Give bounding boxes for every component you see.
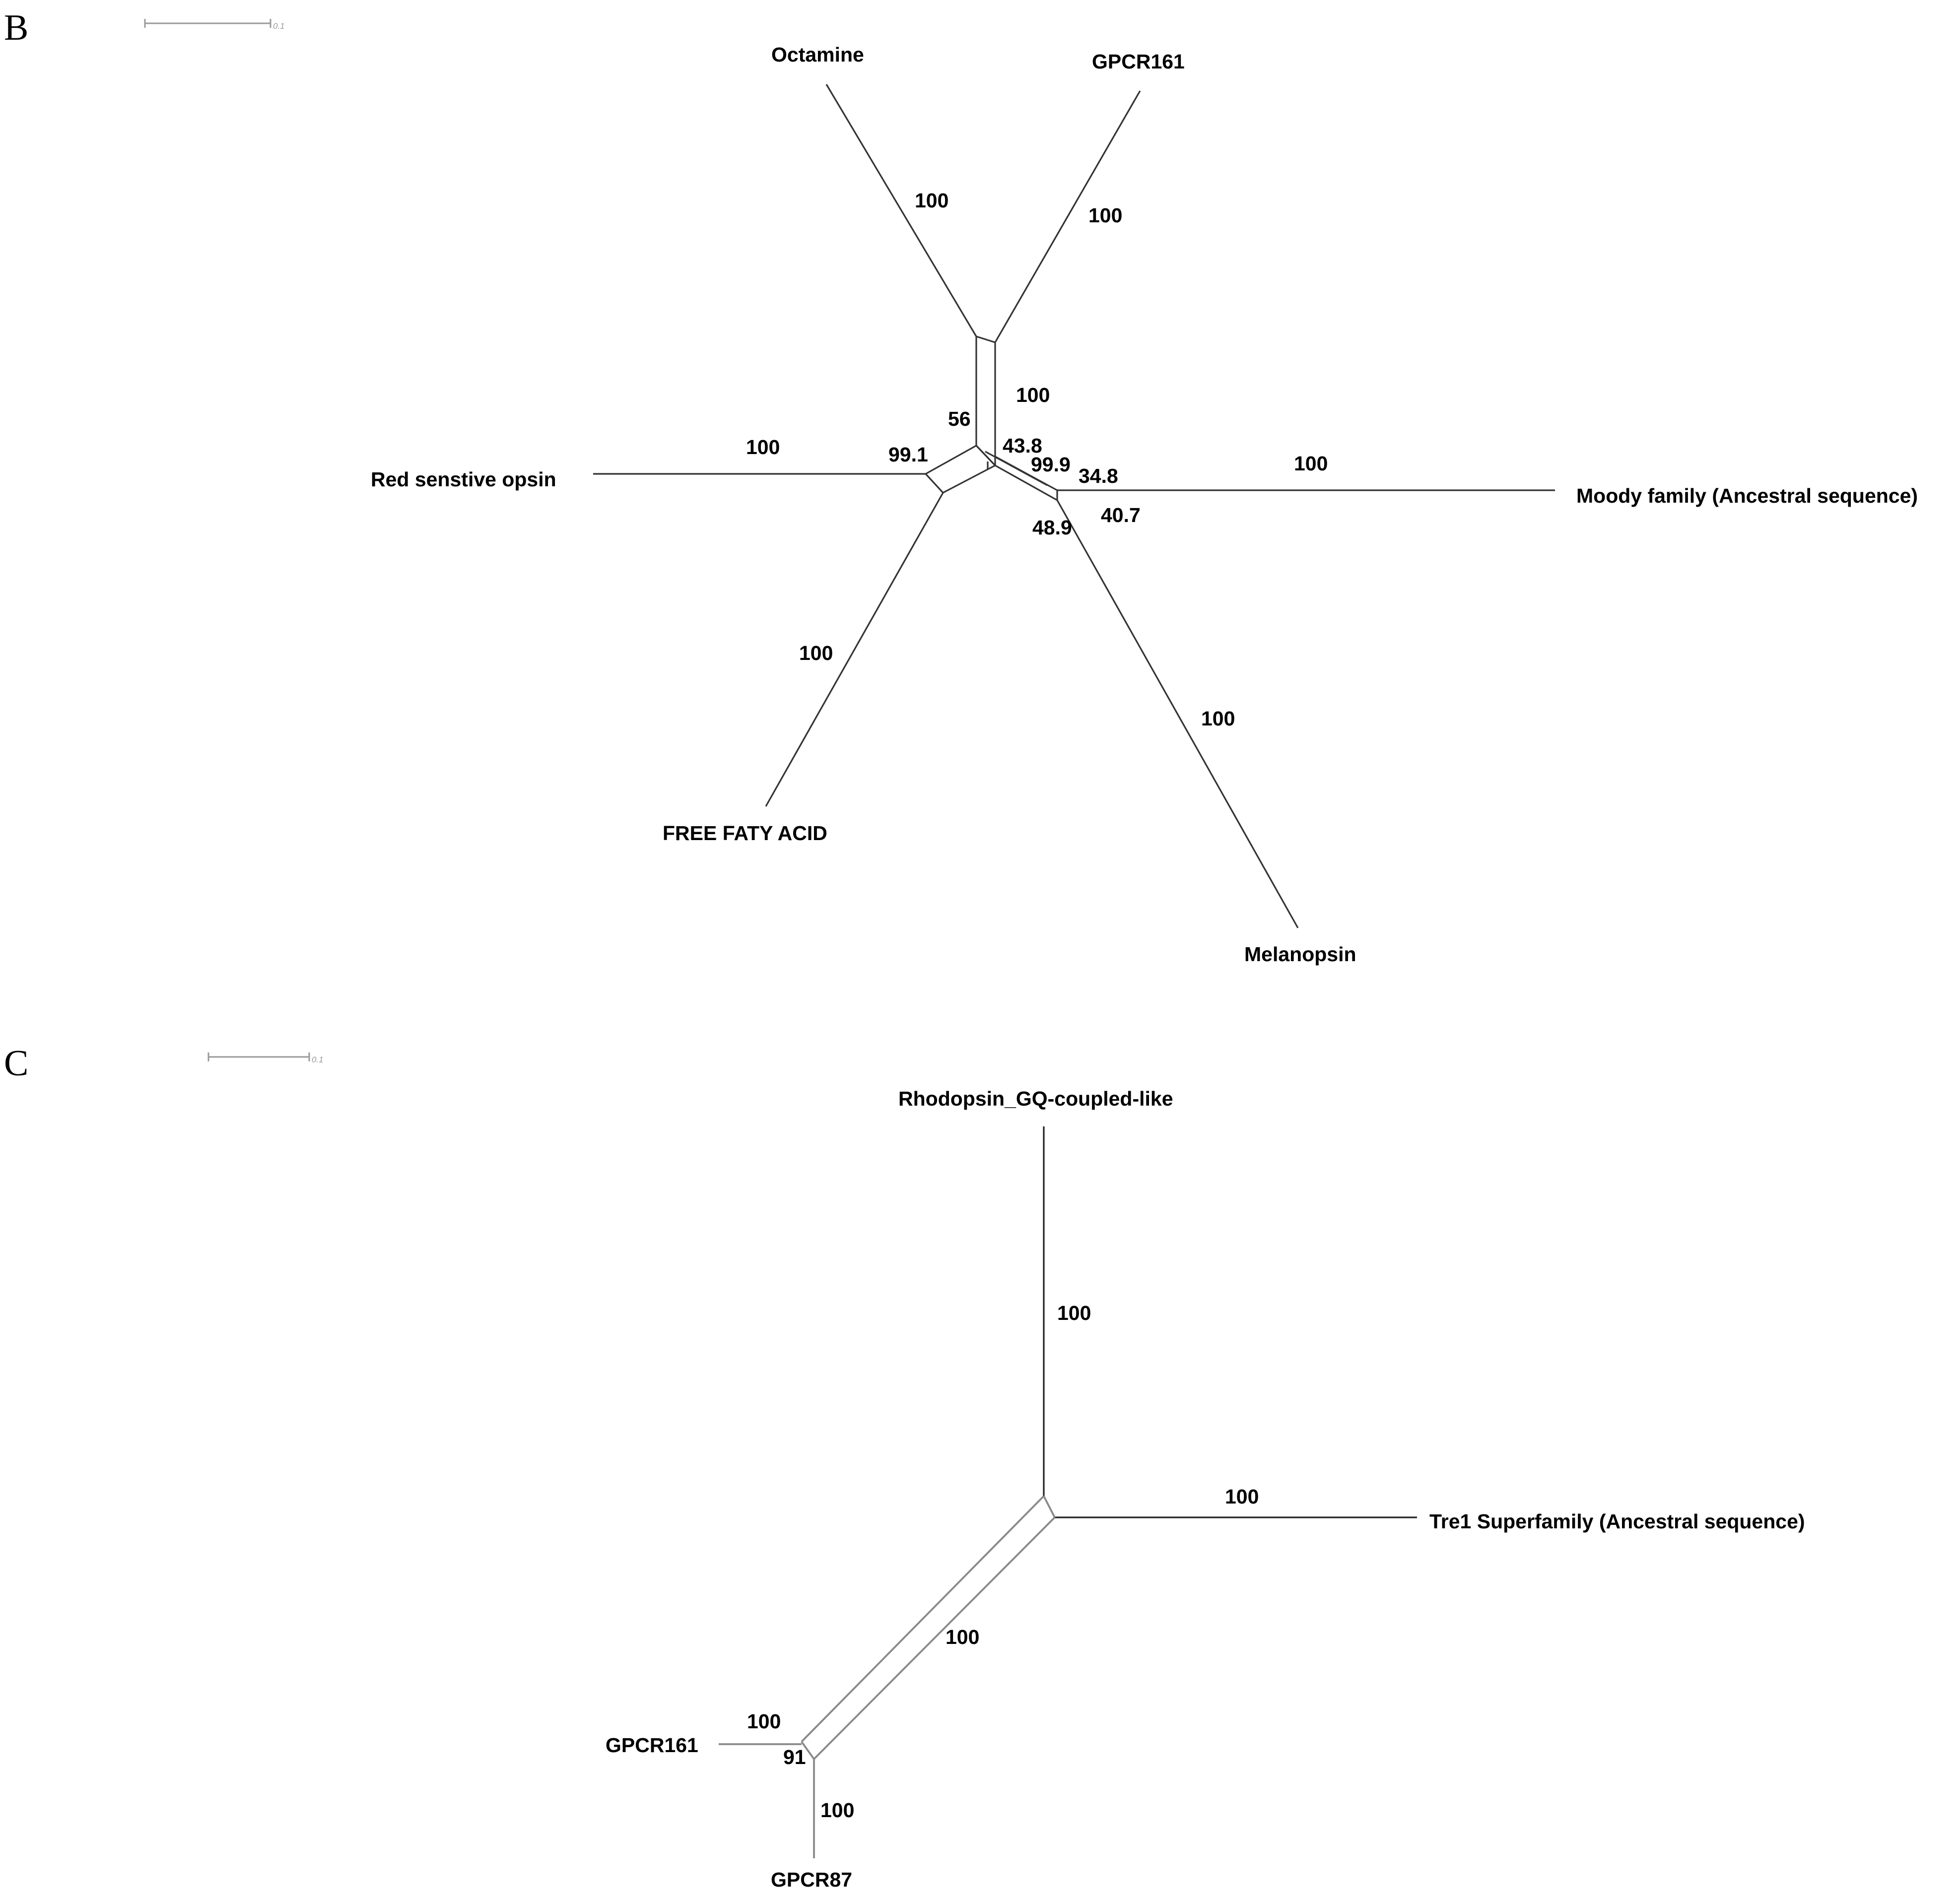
taxon-red-opsin: Red senstive opsin <box>371 468 556 491</box>
support-central: 100 <box>1016 384 1050 406</box>
network-b-svg: B 0.1 <box>4 7 1918 966</box>
splits-network <box>925 335 1058 501</box>
support-99-9: 99.9 <box>1031 453 1071 476</box>
panel-c: C 0.1 Rhodopsin_GQ-coupled-like Tre1 Sup… <box>0 1032 1960 1897</box>
support-octamine: 100 <box>915 189 948 212</box>
panel-letter: B <box>4 7 28 48</box>
support-gpcr161: 100 <box>747 1710 781 1733</box>
taxon-gpcr161: GPCR161 <box>606 1734 698 1757</box>
scale-bar-label: 0.1 <box>312 1055 324 1064</box>
support-56: 56 <box>948 407 971 430</box>
edge-melanopsin <box>1056 500 1299 928</box>
taxon-moody: Moody family (Ancestral sequence) <box>1576 484 1918 507</box>
support-34-8: 34.8 <box>1079 464 1118 487</box>
support-40-7: 40.7 <box>1101 504 1141 526</box>
support-48-9: 48.9 <box>1032 516 1072 539</box>
splits-network <box>801 1495 1056 1760</box>
support-43-8: 43.8 <box>1003 434 1042 457</box>
edge-octamine <box>825 84 977 337</box>
scale-bar-label: 0.1 <box>273 21 285 31</box>
support-gpcr161: 100 <box>1088 204 1122 227</box>
support-central: 100 <box>946 1626 979 1648</box>
panel-b: B 0.1 <box>4 7 1918 966</box>
taxon-free-fatty-acid: FREE FATY ACID <box>663 822 827 845</box>
taxon-tre1: Tre1 Superfamily (Ancestral sequence) <box>1429 1510 1805 1533</box>
network-c-svg: C 0.1 Rhodopsin_GQ-coupled-like Tre1 Sup… <box>4 1043 1805 1891</box>
support-rhodopsin: 100 <box>1057 1302 1091 1324</box>
support-red-opsin: 100 <box>746 436 780 458</box>
support-91: 91 <box>783 1746 806 1768</box>
support-99-1: 99.1 <box>888 443 928 466</box>
support-melanopsin: 100 <box>1201 707 1235 730</box>
edge-gpcr161 <box>994 90 1141 343</box>
taxon-rhodopsin: Rhodopsin_GQ-coupled-like <box>898 1087 1173 1110</box>
taxon-gpcr87: GPCR87 <box>771 1868 852 1891</box>
taxon-octamine: Octamine <box>771 43 864 66</box>
taxon-melanopsin: Melanopsin <box>1244 943 1356 966</box>
edge-free-fatty-acid <box>765 492 944 807</box>
panel-letter: C <box>4 1043 28 1084</box>
support-tre1: 100 <box>1225 1485 1259 1508</box>
support-moody: 100 <box>1294 452 1328 475</box>
support-free-fatty-acid: 100 <box>799 642 833 664</box>
taxon-gpcr161: GPCR161 <box>1092 50 1185 73</box>
scale-bar: 0.1 <box>144 19 285 31</box>
scale-bar: 0.1 <box>207 1052 324 1064</box>
support-gpcr87: 100 <box>820 1799 854 1822</box>
